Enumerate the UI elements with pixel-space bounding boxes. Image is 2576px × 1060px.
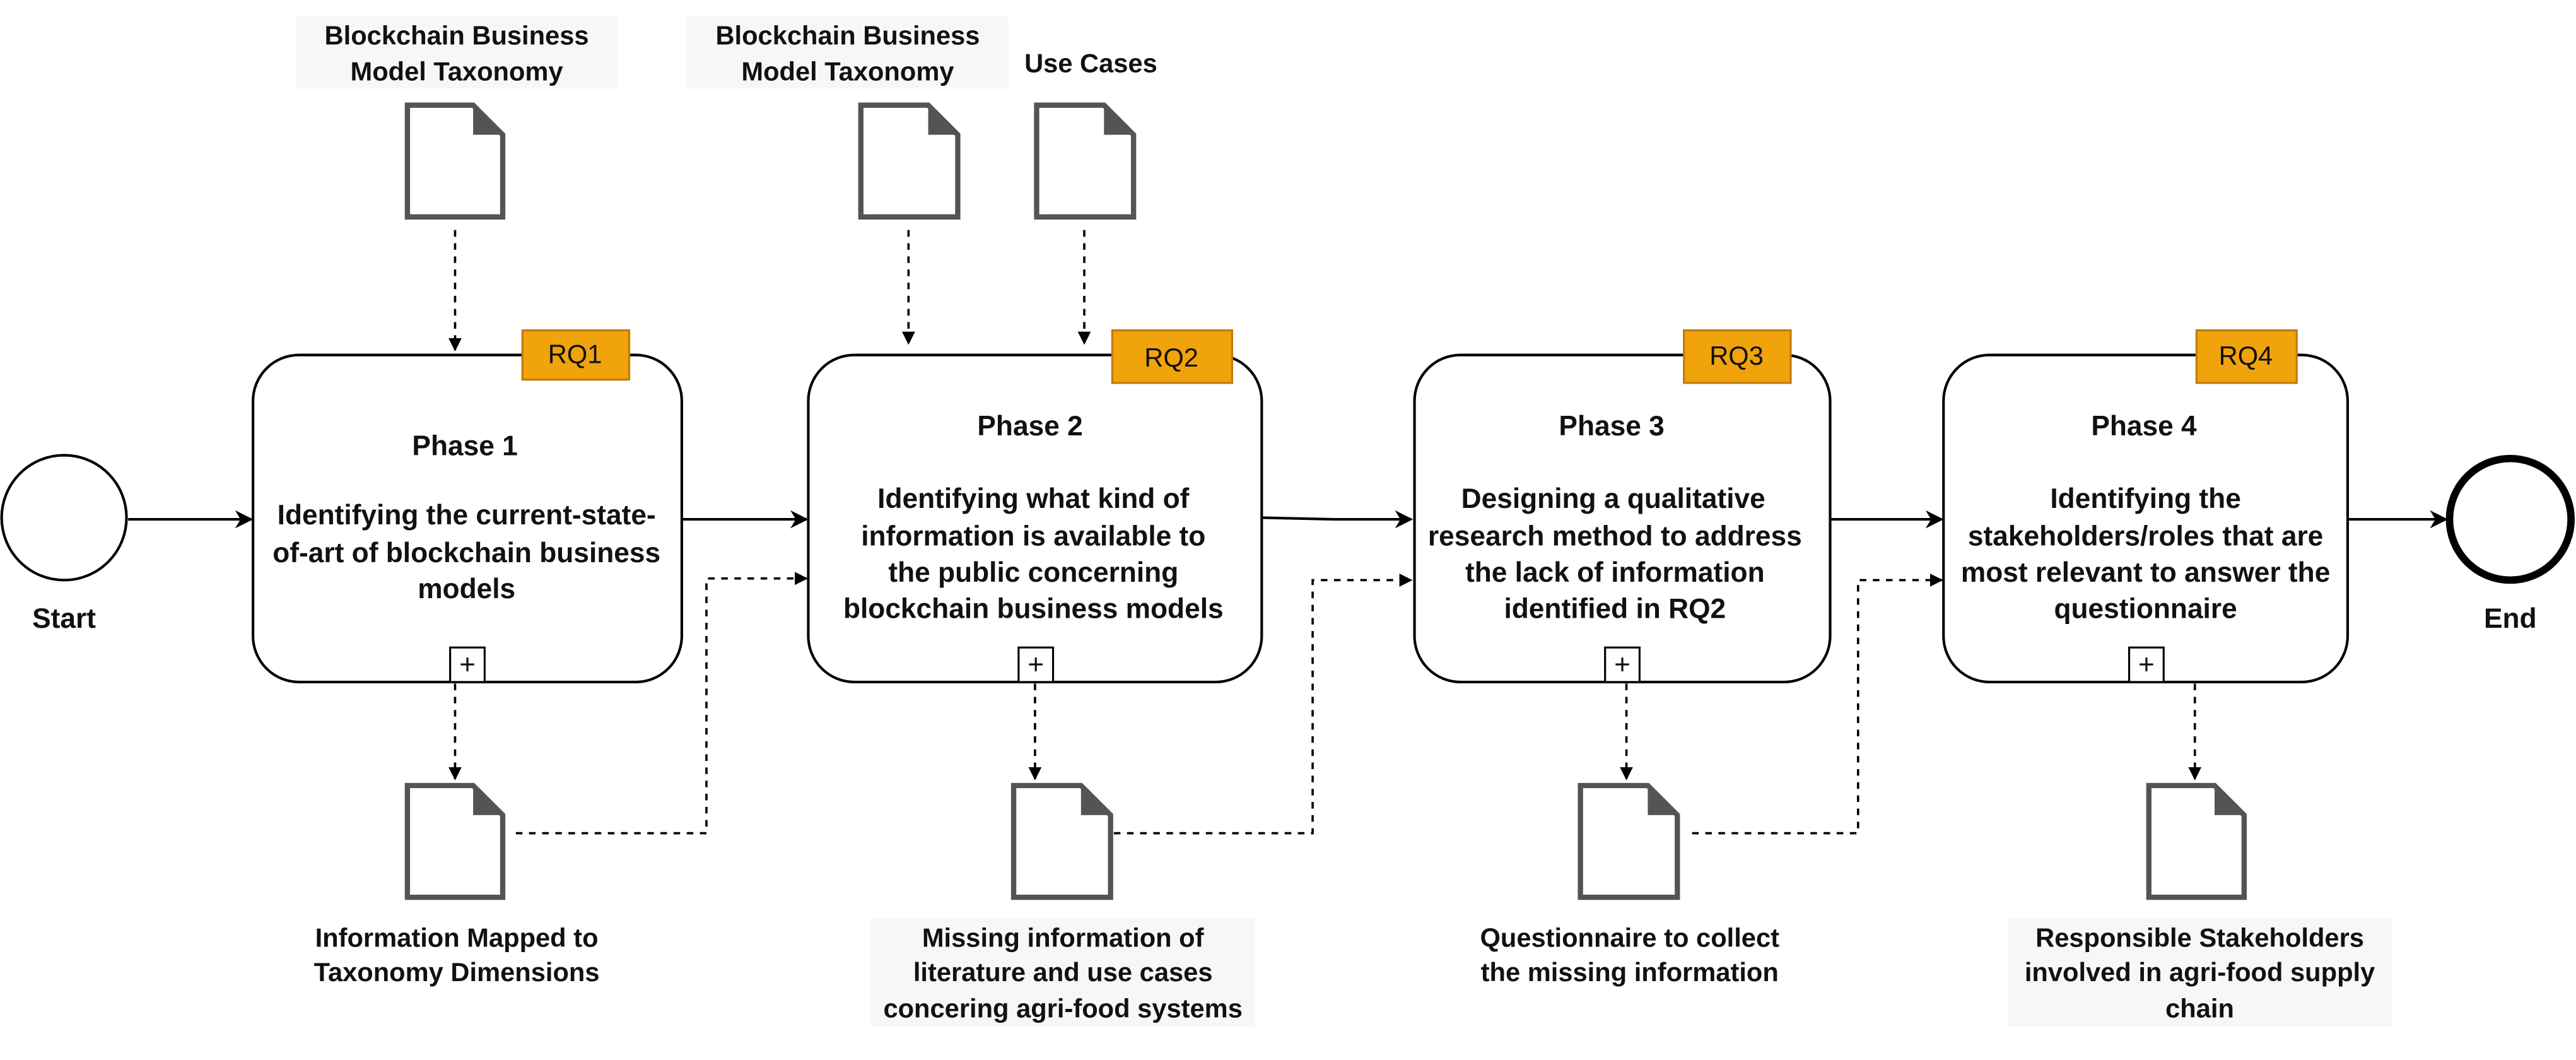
document-fold-icon (2214, 786, 2244, 815)
input-2-line-1: Blockchain Business (715, 20, 980, 50)
document-fold-icon (1104, 105, 1134, 135)
input-label-bg-2 (686, 16, 1009, 89)
input-label-bg-1 (295, 16, 618, 89)
phase-2-line-2: information is available to (861, 521, 1205, 552)
phase-4-line-3: most relevant to answer the (1961, 557, 2330, 588)
phase-4-task[interactable]: RQ4 Phase 4 Identifying the stakeholders… (1942, 329, 2350, 684)
phase-2-line-3: the public concerning (888, 557, 1178, 588)
phase-2-task[interactable]: RQ2 Phase 2 Identifying what kind of inf… (807, 329, 1263, 684)
phase-2-title: Phase 2 (977, 411, 1082, 442)
phase-3-box[interactable] (1413, 353, 1832, 684)
phase-3-line-2: research method to address (1428, 521, 1802, 552)
document-fold-icon (1080, 786, 1111, 815)
output-2-line-3: concering agri-food systems (883, 993, 1242, 1023)
phase-1-expand-plus: + (459, 649, 476, 680)
phase-4-line-1: Identifying the (2050, 483, 2240, 514)
start-event[interactable] (0, 454, 128, 582)
phase-3-line-1: Designing a qualitative (1461, 483, 1765, 514)
phase-3-line-3: the lack of information (1465, 557, 1765, 588)
phase-1-line-2: of-art of blockchain business (272, 538, 660, 568)
data-associations (448, 230, 2202, 835)
phase-3-expand-marker[interactable] (1604, 646, 1641, 683)
output-document-2[interactable] (1010, 782, 1113, 900)
phase-2-expand-plus: + (1027, 649, 1044, 680)
phase-3-task[interactable]: RQ3 Phase 3 Designing a qualitative rese… (1413, 329, 1832, 684)
assoc-output3-phase4 (1692, 574, 1943, 835)
end-event[interactable] (2445, 454, 2575, 584)
rq1-label: RQ1 (548, 339, 602, 369)
output-1-line-2: Taxonomy Dimensions (314, 957, 600, 987)
output-3-line-1: Questionnaire to collect (1480, 922, 1779, 952)
input-2-line-2: Model Taxonomy (741, 57, 954, 86)
output-document-3[interactable] (1578, 782, 1680, 900)
output-4-line-1: Responsible Stakeholders (2035, 922, 2364, 952)
end-label: End (2484, 603, 2537, 634)
document-fold-icon (928, 105, 958, 135)
flow-phase2-to-phase3 (1262, 510, 1414, 529)
phase-4-expand-plus: + (2138, 649, 2155, 680)
phase-1-line-3: models (418, 574, 515, 604)
output-3-line-2: the missing information (1481, 957, 1779, 987)
document-fold-icon (1648, 786, 1678, 815)
phase-2-line-1: Identifying what kind of (877, 483, 1190, 514)
phase-4-line-2: stakeholders/roles that are (1968, 521, 2323, 552)
output-4-line-2: involved in agri-food supply (2025, 957, 2375, 987)
rq3-label: RQ3 (1709, 341, 1764, 370)
phase-3-title: Phase 3 (1559, 411, 1664, 442)
input-document-2[interactable] (858, 102, 961, 220)
output-document-1[interactable] (404, 782, 506, 900)
input-1-line-1: Blockchain Business (325, 20, 589, 50)
sequence-flows (128, 510, 2449, 529)
rq1-badge (521, 329, 631, 381)
input-document-1[interactable] (404, 102, 506, 220)
phase-2-box[interactable] (807, 353, 1263, 684)
input-1-line-2: Model Taxonomy (351, 57, 563, 86)
phase-2-expand-marker[interactable] (1017, 646, 1055, 683)
output-label-bg-2 (870, 918, 1255, 1027)
rq2-label: RQ2 (1144, 343, 1198, 372)
input-3-line-1: Use Cases (1024, 49, 1157, 78)
phase-4-expand-marker[interactable] (2128, 646, 2165, 683)
assoc-output1-phase2 (515, 572, 808, 835)
input-document-3[interactable] (1034, 102, 1137, 220)
output-1-line-1: Information Mapped to (315, 922, 599, 952)
phase-4-title: Phase 4 (2091, 411, 2197, 442)
document-fold-icon (473, 786, 503, 815)
start-label: Start (32, 603, 96, 634)
assoc-output2-phase3 (1113, 574, 1413, 835)
rq4-label: RQ4 (2219, 341, 2273, 370)
output-2-line-1: Missing information of (922, 922, 1204, 952)
phase-1-expand-marker[interactable] (449, 646, 486, 683)
phase-1-line-1: Identifying the current-state- (278, 500, 656, 531)
rq2-badge (1111, 329, 1234, 384)
phase-4-line-4: questionnaire (2054, 593, 2237, 624)
document-fold-icon (473, 105, 503, 135)
output-4-line-3: chain (2165, 993, 2234, 1023)
phase-3-expand-plus: + (1614, 649, 1630, 680)
rq3-badge (1683, 329, 1792, 384)
phase-4-box[interactable] (1942, 353, 2350, 684)
rq4-badge (2195, 329, 2298, 384)
phase-2-line-4: blockchain business models (843, 593, 1224, 624)
output-2-line-2: literature and use cases (913, 957, 1213, 987)
phase-1-title: Phase 1 (412, 430, 517, 461)
phase-1-task[interactable]: RQ1 Phase 1 Identifying the current-stat… (252, 329, 683, 684)
phase-3-line-4: identified in RQ2 (1504, 593, 1726, 624)
output-label-bg-4 (2007, 918, 2392, 1027)
output-document-4[interactable] (2146, 782, 2247, 900)
